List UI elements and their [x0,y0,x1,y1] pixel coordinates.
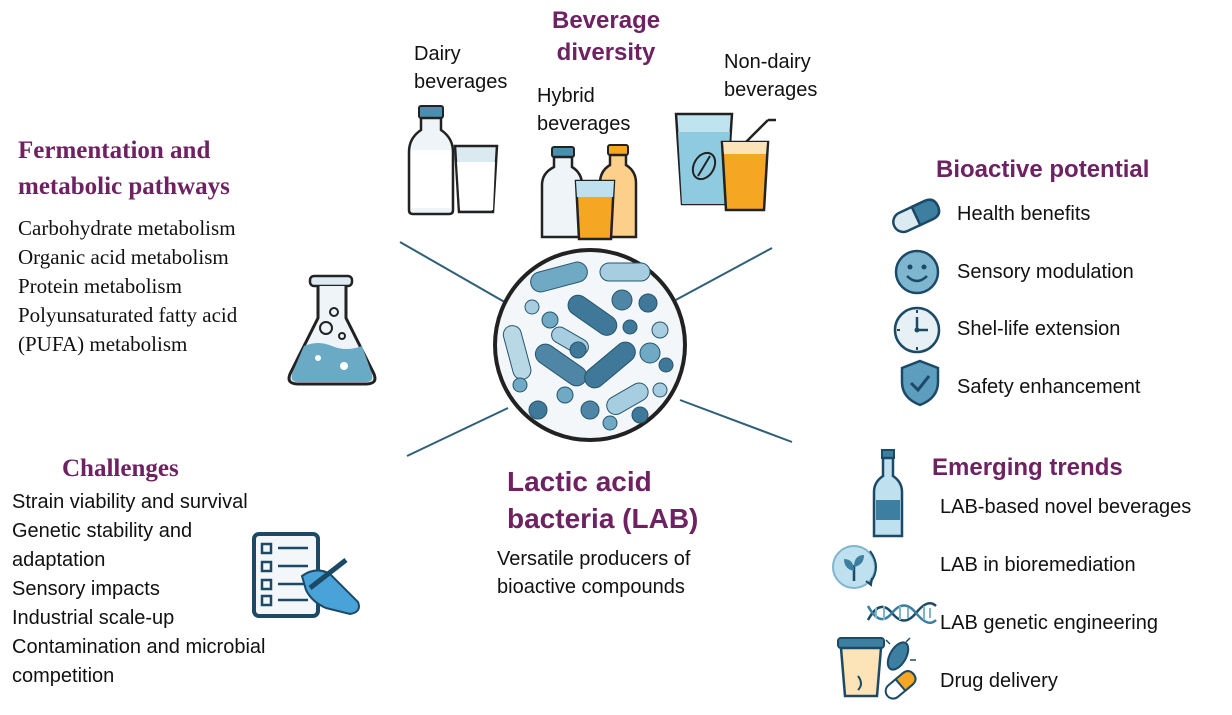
list-item: Sensory impacts [12,578,160,600]
dairy-bottle-icon [407,105,499,216]
dna-icon [866,601,937,625]
lab-subtitle: Versatile producers of bioactive compoun… [497,545,690,601]
list-item: Protein metabolism [18,274,182,298]
lab-title-line2: bacteria (LAB) [507,503,699,534]
nondairy-drinks-icon [674,112,776,212]
beverage-title-line1: Beverage [552,7,661,34]
hybrid-label: Hybrid beverages [537,82,630,138]
plant-cycle-icon [832,545,877,589]
smiley-icon [894,249,940,295]
emerging-item-bioremediation: LAB in bioremediation [940,554,1136,576]
fermentation-list: Carbohydrate metabolism Organic acid met… [18,214,237,359]
nondairy-label-line2: beverages [724,79,818,101]
list-item: competition [12,665,115,687]
clock-icon [893,306,941,354]
list-item: (PUFA) metabolism [18,332,188,356]
bioactive-title: Bioactive potential [936,156,1150,183]
dairy-label-line2: beverages [414,71,508,93]
list-item: Strain viability and survival [12,491,248,513]
challenges-list: Strain viability and survival Genetic st… [12,488,265,691]
challenges-title: Challenges [62,455,179,482]
emerging-item-beverages: LAB-based novel beverages [940,496,1192,518]
bioactive-item-safety: Safety enhancement [957,376,1141,398]
nondairy-label-line1: Non-dairy [724,51,811,73]
fermentation-title: Fermentation and metabolic pathways [18,133,230,205]
hybrid-label-line1: Hybrid [537,85,595,107]
capsule-icon [892,198,941,234]
hybrid-label-line2: beverages [537,113,631,135]
dairy-label-line1: Dairy [414,43,461,65]
bioactive-item-sensory: Sensory modulation [957,261,1134,283]
bioactive-item-shelf-life: Shel-life extension [957,318,1121,340]
checklist-icon [252,532,360,618]
dairy-label: Dairy beverages [414,40,507,96]
bottle-icon [872,449,904,538]
bioactive-item-health: Health benefits [957,203,1091,225]
lab-title: Lactic acid bacteria (LAB) [507,463,698,537]
beverage-title: Beverage diversity [552,5,660,69]
list-item: Polyunsaturated fatty acid [18,303,238,327]
list-item: Carbohydrate metabolism [18,216,236,240]
shield-icon [900,359,940,407]
bacteria-circle-icon [493,248,687,442]
list-item: Industrial scale-up [12,607,175,629]
fermentation-title-line1: Fermentation and [18,137,211,164]
pill-cup-icon [837,637,917,700]
lab-subtitle-line1: Versatile producers of [497,548,691,570]
fermentation-title-line2: metabolic pathways [18,173,230,200]
lab-subtitle-line2: bioactive compounds [497,576,685,598]
list-item: Genetic stability and [12,520,193,542]
emerging-item-genetic: LAB genetic engineering [940,612,1158,634]
nondairy-label: Non-dairy beverages [724,48,817,104]
list-item: adaptation [12,549,106,571]
emerging-title: Emerging trends [932,454,1123,481]
beverage-title-line2: diversity [556,39,656,66]
list-item: Contamination and microbial [12,636,266,658]
flask-icon [287,274,377,386]
lab-title-line1: Lactic acid [507,466,652,497]
list-item: Organic acid metabolism [18,245,229,269]
hybrid-bottles-icon [540,144,638,241]
emerging-item-drug-delivery: Drug delivery [940,670,1058,692]
